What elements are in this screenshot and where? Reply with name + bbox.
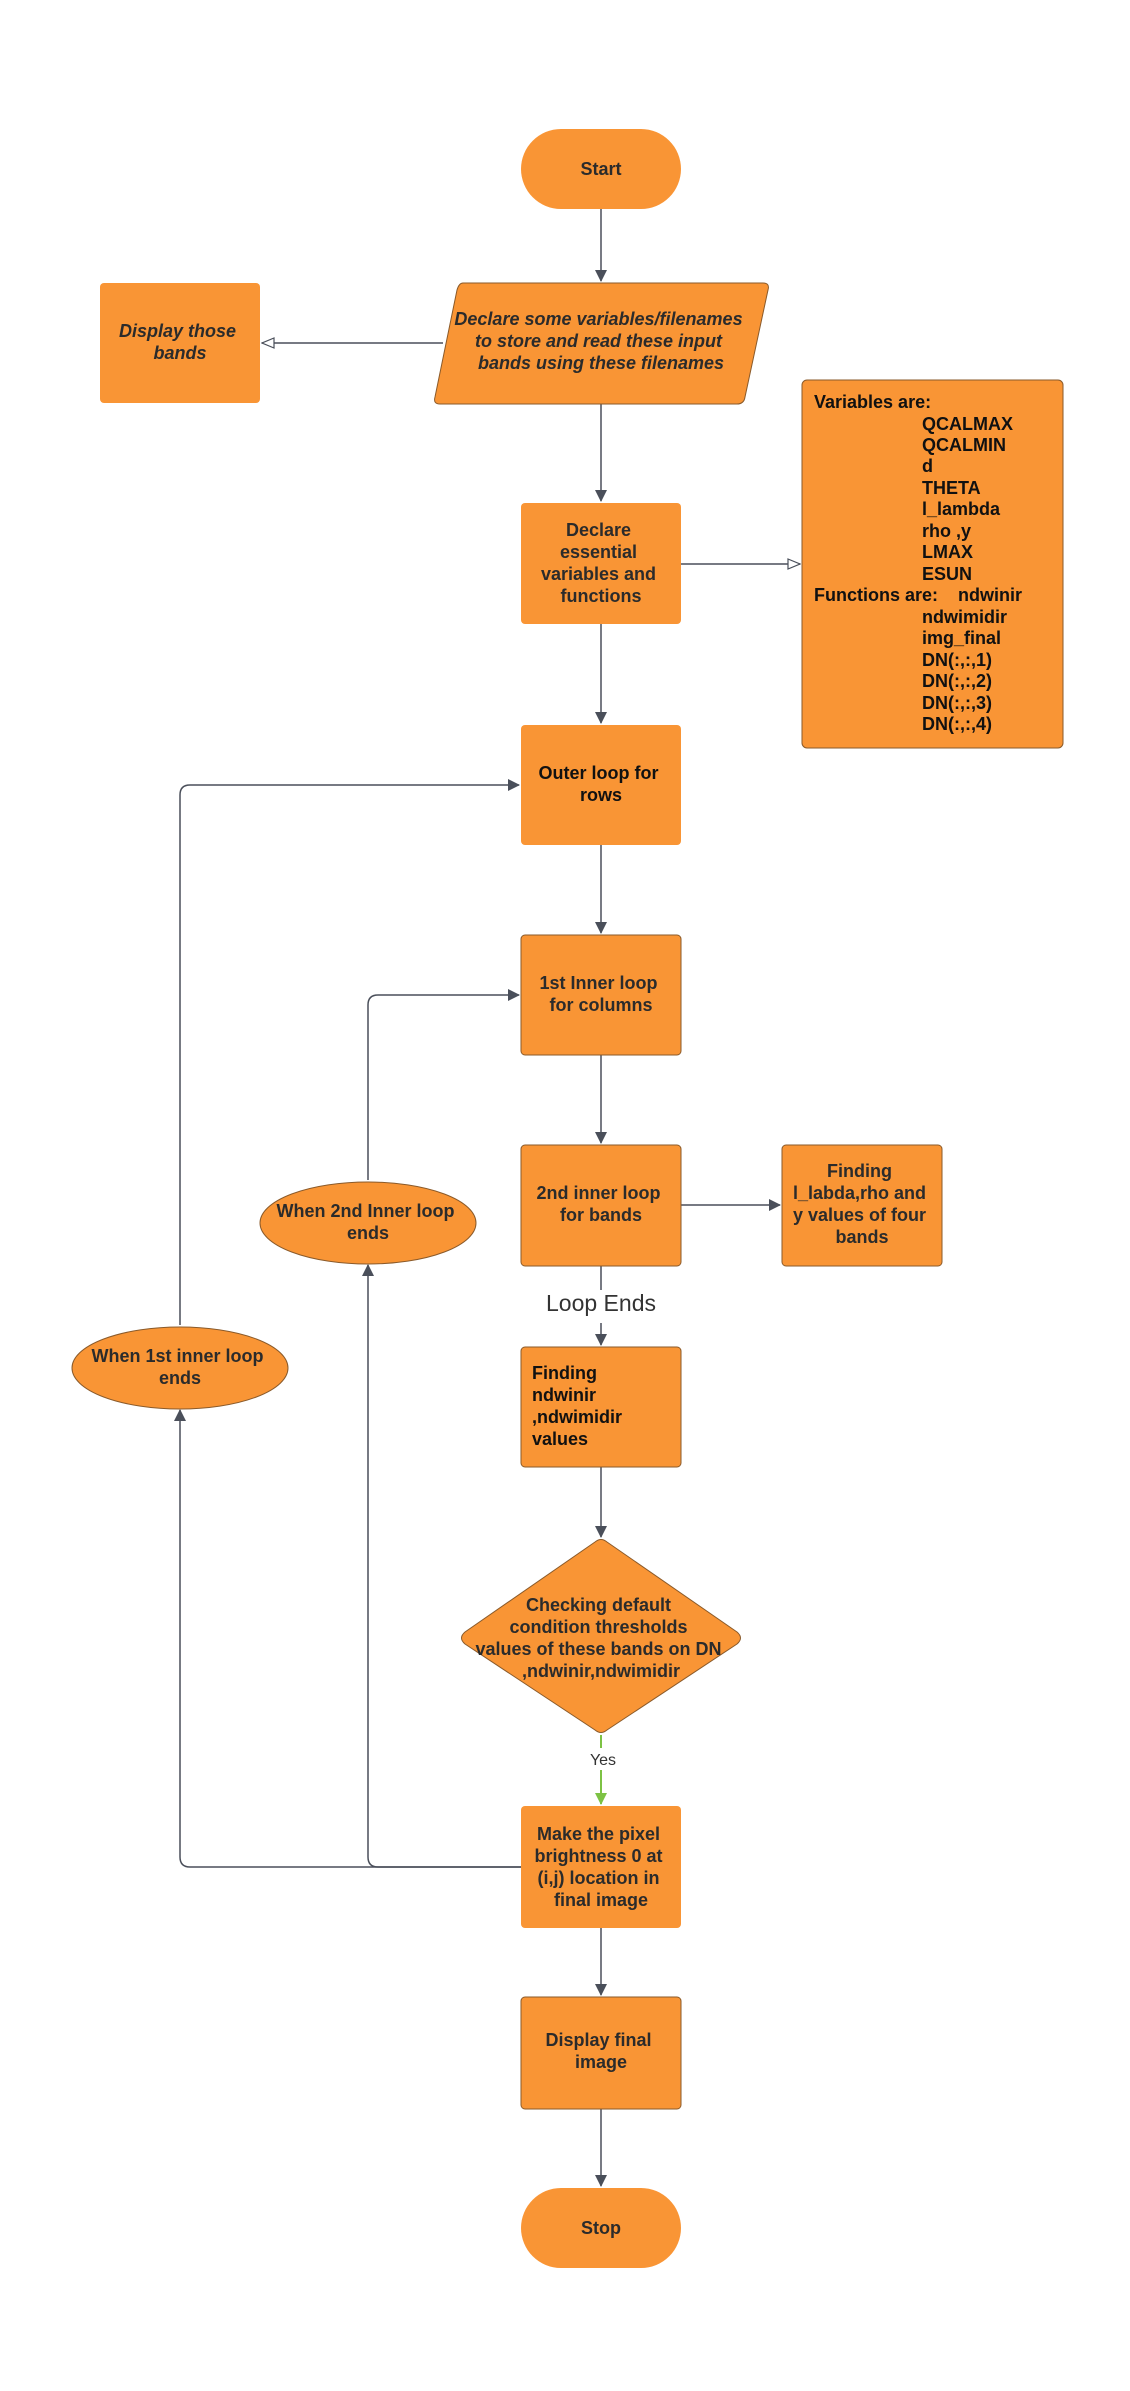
finding-values-line-1: Finding (827, 1161, 892, 1181)
checking-decision: Checking default condition thresholds va… (461, 1539, 741, 1733)
function-item: ndwinir (958, 585, 1022, 605)
outer-loop-node: Outer loop for rows (521, 725, 681, 845)
variable-item: THETA (922, 478, 981, 498)
checking-line-4: ,ndwinir,ndwimidir (522, 1661, 680, 1681)
edge-make-pixel-to-when-2nd-ends (362, 1264, 521, 1868)
yes-label-bg (583, 1748, 619, 1770)
checking-line-1: Checking default (526, 1595, 671, 1615)
make-pixel-line-4: final image (554, 1890, 648, 1910)
svg-text:Make the pixel brightnes: Make the pixel brightness 0 at (i,j) loc… (534, 1824, 667, 1910)
variable-item: QCALMAX (922, 414, 1013, 434)
when-2nd-ends-node: When 2nd Inner loop ends (259, 1181, 477, 1265)
finding-values-node: Finding l_labda,rho and y values of four… (781, 1144, 943, 1267)
svg-text:2nd inner loop for bands: 2nd inner loop for bands (536, 1183, 665, 1225)
edges (174, 209, 800, 2187)
function-item: img_final (922, 628, 1001, 648)
inner-loop-2-line-1: 2nd inner loop (536, 1183, 660, 1203)
declare-vars-node: Declare essential variables and function… (521, 503, 681, 624)
svg-text:When 2nd Inner loop ends: When 2nd Inner loop ends (276, 1201, 459, 1243)
finding-ndwi-line-4: values (532, 1429, 588, 1449)
when-1st-ends-node: When 1st inner loop ends (71, 1326, 289, 1410)
declare-files-line-2: to store and read these input (475, 331, 723, 351)
make-pixel-node: Make the pixel brightness 0 at (i,j) loc… (521, 1806, 681, 1928)
svg-text:1st Inner loop for colum: 1st Inner loop for columns (539, 973, 662, 1015)
checking-line-3: values of these bands on DN (475, 1639, 721, 1659)
finding-ndwi-line-1: Finding (532, 1363, 597, 1383)
outer-loop-line-2: rows (580, 785, 622, 805)
svg-text:Finding l_labda,rho and: Finding l_labda,rho and y values of four… (793, 1161, 931, 1247)
display-bands-node: Display those bands (100, 283, 260, 403)
variable-item: LMAX (922, 542, 973, 562)
make-pixel-line-2: brightness 0 at (534, 1846, 662, 1866)
variable-item: d (922, 456, 933, 476)
declare-vars-line-4: functions (561, 586, 642, 606)
when-1st-ends-line-2: ends (159, 1368, 201, 1388)
make-pixel-line-3: (i,j) location in (537, 1868, 659, 1888)
declare-files-line-3: bands using these filenames (478, 353, 724, 373)
function-item: DN(:,:,3) (922, 693, 992, 713)
finding-ndwi-node: Finding ndwinir ,ndwimidir values (520, 1346, 682, 1468)
loop-ends-label-bg (545, 1290, 657, 1320)
declare-vars-line-3: variables and (541, 564, 656, 584)
svg-text:Display those bands: Display those bands (119, 321, 241, 363)
yes-label: Yes (590, 1752, 616, 1769)
inner-loop-1-node: 1st Inner loop for columns (520, 934, 682, 1056)
declare-vars-line-1: Declare (566, 520, 631, 540)
inner-loop-1-line-1: 1st Inner loop (539, 973, 657, 993)
finding-ndwi-line-3: ,ndwimidir (532, 1407, 622, 1427)
function-item: DN(:,:,2) (922, 671, 992, 691)
display-final-line-1: Display final (545, 2030, 651, 2050)
outer-loop-line-1: Outer loop for (538, 763, 658, 783)
functions-label: Functions are: (814, 585, 938, 605)
variables-label: Variables are: (814, 392, 931, 412)
when-1st-ends-line-1: When 1st inner loop (91, 1346, 263, 1366)
when-2nd-ends-line-2: ends (347, 1223, 389, 1243)
function-item: DN(:,:,4) (922, 714, 992, 734)
start-terminal: Start (521, 129, 681, 209)
edge-when-2nd-ends-to-inner-loop-1 (367, 989, 520, 1180)
svg-text:Display final image: Display final image (545, 2030, 656, 2072)
variables-box: Variables are: QCALMAX QCALMIN d THETA l… (801, 379, 1064, 749)
svg-text:Checking default conditi: Checking default condition thresholds va… (475, 1595, 726, 1681)
svg-text:Declare essential: Declare essential variables and function… (541, 520, 661, 606)
stop-label: Stop (581, 2218, 621, 2238)
function-item: ndwimidir (922, 607, 1007, 627)
display-bands-line-2: bands (153, 343, 206, 363)
inner-loop-2-node: 2nd inner loop for bands (520, 1144, 682, 1267)
variable-item: rho ,y (922, 521, 971, 541)
svg-text:Outer loop for rows: Outer loop for rows (538, 763, 663, 805)
inner-loop-1-line-2: for columns (549, 995, 652, 1015)
edge-when-1st-ends-to-outer-loop (179, 779, 520, 1325)
declare-files-line-1: Declare some variables/filenames (454, 309, 742, 329)
function-item: DN(:,:,1) (922, 650, 992, 670)
display-final-line-2: image (575, 2052, 627, 2072)
svg-text:Declare some variables/filenam: Declare some variables/filenames to stor… (454, 309, 747, 373)
variable-item: l_lambda (922, 499, 1001, 519)
variable-item: QCALMIN (922, 435, 1006, 455)
declare-vars-line-2: essential (560, 542, 637, 562)
make-pixel-line-1: Make the pixel (537, 1824, 660, 1844)
finding-ndwi-line-2: ndwinir (532, 1385, 596, 1405)
loop-ends-label: Loop Ends (546, 1290, 656, 1316)
inner-loop-2-line-2: for bands (560, 1205, 642, 1225)
declare-files-node: Declare some variables/filenames to stor… (434, 282, 769, 405)
finding-values-line-3: y values of four (793, 1205, 926, 1225)
svg-text:When 1st inner loop ends: When 1st inner loop ends (91, 1346, 268, 1388)
start-label: Start (580, 159, 621, 179)
display-final-node: Display final image (520, 1996, 682, 2110)
finding-values-line-2: l_labda,rho and (793, 1183, 926, 1203)
edge-make-pixel-to-when-1st-ends (174, 1409, 521, 1868)
checking-line-2: condition thresholds (509, 1617, 687, 1637)
stop-terminal: Stop (521, 2188, 681, 2268)
svg-text:Variables are: QCALMAX: Variables are: QCALMAX QCALMIN d THETA l… (814, 392, 1027, 734)
display-bands-line-1: Display those (119, 321, 236, 341)
when-2nd-ends-line-1: When 2nd Inner loop (276, 1201, 454, 1221)
variable-item: ESUN (922, 564, 972, 584)
svg-text:Finding ndwinir ,n: Finding ndwinir ,ndwimidir values (532, 1363, 627, 1449)
finding-values-line-4: bands (835, 1227, 888, 1247)
